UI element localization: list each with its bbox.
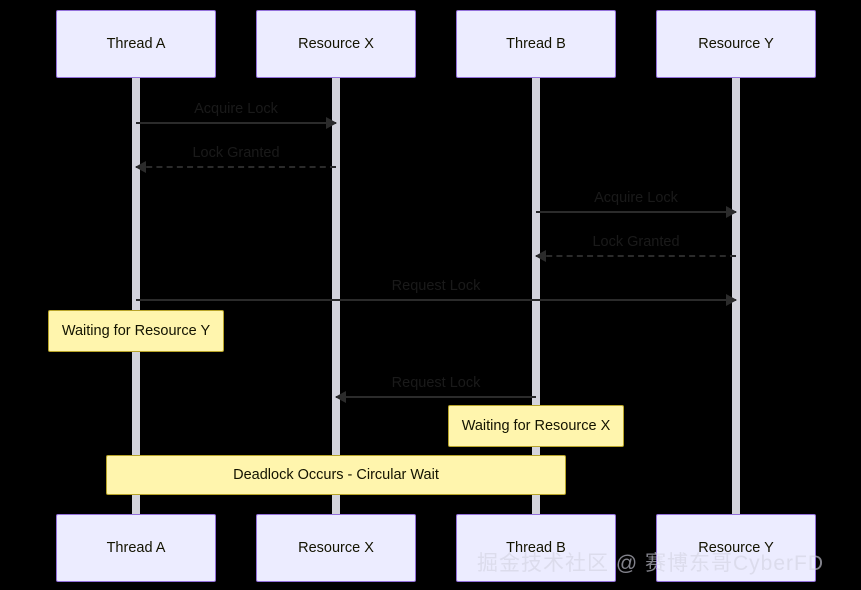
lifeline-thread-b	[532, 78, 540, 518]
message-line	[136, 166, 336, 168]
message-line	[536, 211, 736, 213]
arrowhead-right-icon	[726, 206, 737, 218]
participant-bottom-resource-y[interactable]: Resource Y	[656, 514, 816, 582]
lifeline-thread-a	[132, 78, 140, 518]
participant-label: Resource X	[298, 36, 374, 52]
arrowhead-left-icon	[135, 161, 146, 173]
message-line	[336, 396, 536, 398]
participant-top-resource-y[interactable]: Resource Y	[656, 10, 816, 78]
message-line	[136, 299, 736, 301]
message-label: Lock Granted	[192, 145, 280, 161]
arrowhead-left-icon	[335, 391, 346, 403]
participant-label: Thread A	[106, 36, 166, 52]
message-label: Acquire Lock	[194, 101, 278, 117]
message-label: Request Lock	[391, 375, 481, 391]
participant-label: Thread B	[506, 36, 566, 52]
message-line	[136, 122, 336, 124]
message-label: Request Lock	[391, 278, 481, 294]
lifeline-resource-x	[332, 78, 340, 518]
participant-label: Thread A	[106, 540, 166, 556]
participant-bottom-resource-x[interactable]: Resource X	[256, 514, 416, 582]
note-waiting-for-resource-y[interactable]: Waiting for Resource Y	[48, 310, 224, 352]
participant-top-resource-x[interactable]: Resource X	[256, 10, 416, 78]
note-label: Waiting for Resource X	[461, 418, 611, 434]
participant-top-thread-a[interactable]: Thread A	[56, 10, 216, 78]
participant-top-thread-b[interactable]: Thread B	[456, 10, 616, 78]
message-label: Lock Granted	[592, 234, 680, 250]
note-label: Waiting for Resource Y	[61, 323, 211, 339]
participant-label: Resource Y	[698, 540, 774, 556]
message-label: Acquire Lock	[594, 190, 678, 206]
arrowhead-left-icon	[535, 250, 546, 262]
participant-label: Resource Y	[698, 36, 774, 52]
arrowhead-right-icon	[326, 117, 337, 129]
participant-bottom-thread-b[interactable]: Thread B	[456, 514, 616, 582]
participant-bottom-thread-a[interactable]: Thread A	[56, 514, 216, 582]
participant-label: Resource X	[298, 540, 374, 556]
note-waiting-for-resource-x[interactable]: Waiting for Resource X	[448, 405, 624, 447]
message-line	[536, 255, 736, 257]
note-label: Deadlock Occurs - Circular Wait	[233, 467, 439, 483]
watermark: 掘金技术社区 @ 赛博东哥CyberFD	[477, 552, 824, 575]
arrowhead-right-icon	[726, 294, 737, 306]
note-deadlock-occurs[interactable]: Deadlock Occurs - Circular Wait	[106, 455, 566, 495]
participant-label: Thread B	[506, 540, 566, 556]
